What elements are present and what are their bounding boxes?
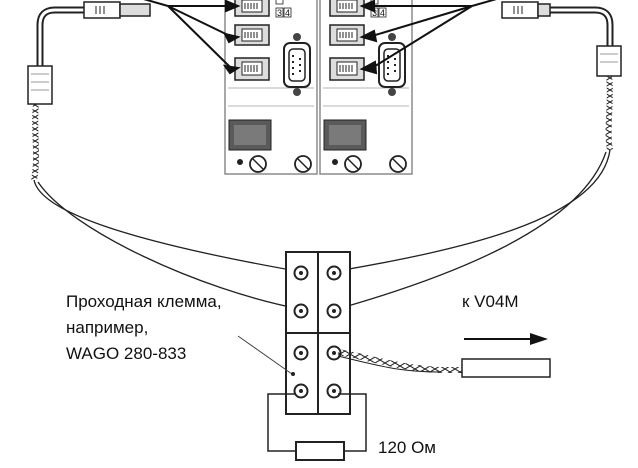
left-ethernet-port-2	[234, 24, 270, 46]
right-bottom-screws	[332, 155, 407, 173]
right-twisted-pair	[605, 75, 613, 151]
terminal-label-line1: Проходная клемма,	[66, 292, 222, 311]
left-twisted-pair	[31, 103, 40, 181]
terminal-label-line2: например,	[66, 318, 149, 337]
right-mark-3: 3	[372, 8, 377, 18]
left-cable	[27, 1, 151, 181]
right-cable-plug	[501, 1, 551, 19]
right-module: 3 4	[319, 0, 413, 175]
right-ethernet-port-1	[329, 0, 365, 17]
termination-resistor	[267, 393, 367, 461]
left-pointer-arrows	[143, 0, 241, 75]
left-mark-4: 4	[285, 8, 290, 18]
resistor-label: 120 Ом	[378, 438, 436, 457]
right-pointer-arrows	[359, 0, 497, 75]
right-mark-4: 4	[380, 8, 385, 18]
feed-through-terminal	[285, 251, 351, 415]
right-sub-d-connector	[378, 33, 406, 96]
left-ethernet-port-1	[234, 0, 270, 17]
left-module: 3 4	[224, 0, 318, 175]
terminal-leader-line	[237, 335, 293, 375]
outgoing-cable	[337, 349, 551, 378]
direction-arrow	[464, 333, 548, 345]
left-module-marks: 3 4	[275, 0, 292, 18]
direction-label: к V04M	[462, 292, 519, 311]
left-bottom-screws	[237, 155, 312, 173]
right-ethernet-port-2	[329, 24, 365, 46]
left-ethernet-port-3	[234, 57, 270, 81]
right-cable	[501, 1, 622, 151]
bus-wires	[33, 149, 611, 311]
left-sub-d-connector	[283, 33, 311, 96]
left-cable-plug	[83, 1, 151, 19]
left-mark-3: 3	[277, 8, 282, 18]
right-cable-label	[596, 45, 622, 77]
terminal-label-line3: WAGO 280-833	[66, 344, 187, 363]
right-ethernet-port-3	[329, 57, 365, 81]
terminal-contacts	[293, 265, 342, 399]
left-cable-label	[27, 65, 53, 105]
